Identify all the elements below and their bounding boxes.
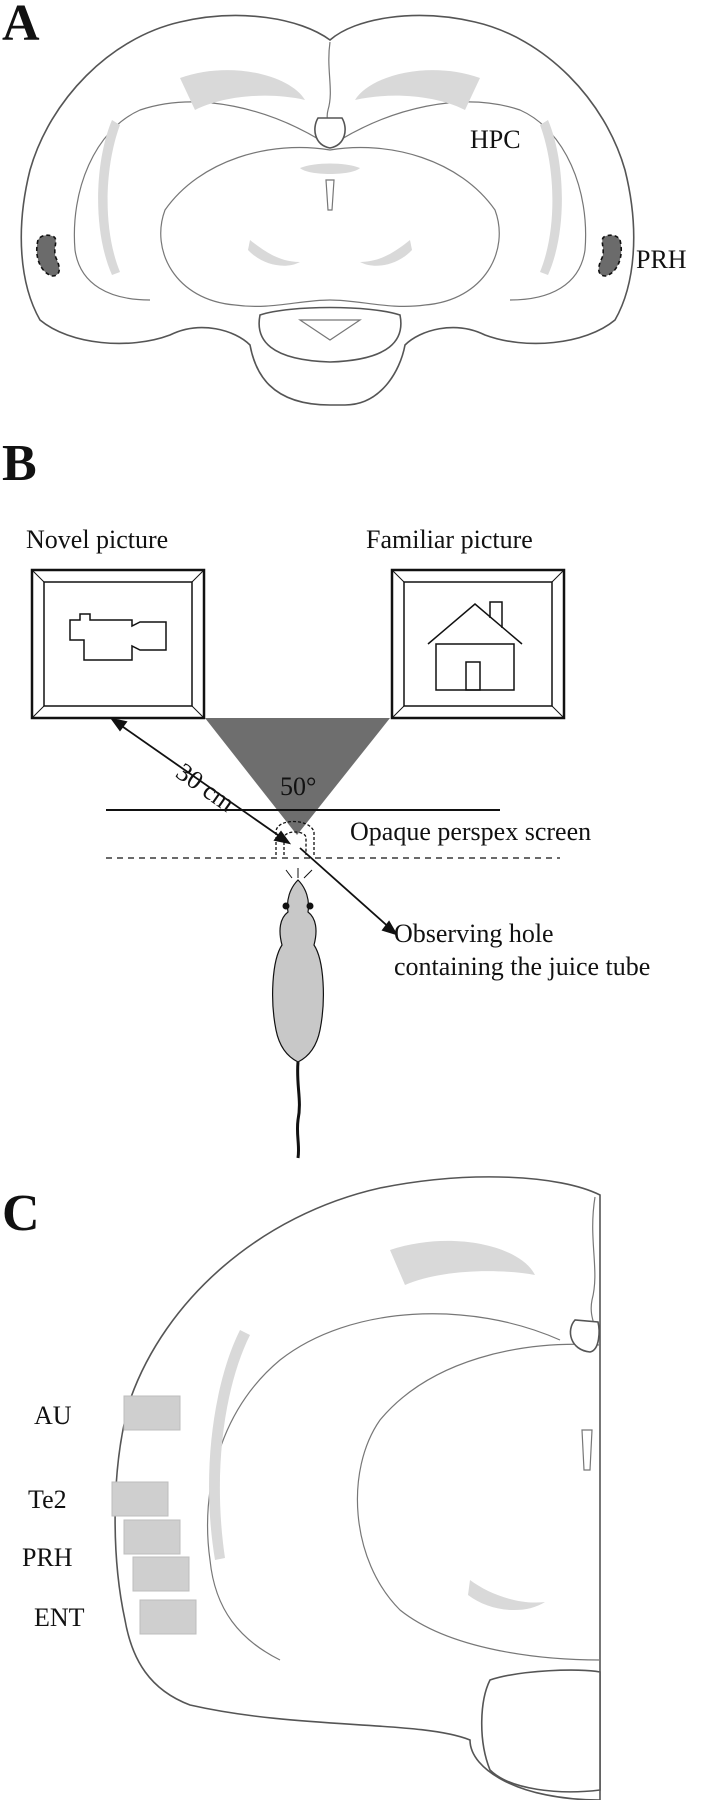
distance-arrow (109, 717, 292, 845)
label-au: AU (34, 1401, 72, 1430)
region-box-prh (123, 1519, 181, 1555)
prh-region-right (597, 234, 622, 277)
corpus-band-c (209, 1330, 250, 1560)
white-matter-right (355, 70, 480, 110)
label-novel-picture: Novel picture (26, 525, 168, 554)
panel-a: A HPC PRH (2, 0, 687, 406)
label-screen: Opaque perspex screen (350, 817, 591, 846)
aqueduct (325, 179, 335, 211)
third-ventricle-region (300, 163, 360, 174)
ventricle-left (248, 240, 300, 266)
label-angle: 50° (280, 772, 316, 801)
label-hole-line2: containing the juice tube (394, 952, 650, 981)
rat-figure (272, 868, 324, 1159)
cortex-inner-left (73, 101, 321, 301)
panel-b-letter: B (2, 435, 37, 492)
label-te2: Te2 (28, 1485, 67, 1514)
label-hole-line1: Observing hole (394, 919, 554, 948)
corpus-band-left (98, 120, 120, 275)
house-icon (427, 601, 523, 691)
label-prh-c: PRH (22, 1543, 73, 1572)
region-box-prh-lower (132, 1556, 190, 1592)
label-distance: 30 cm (171, 757, 240, 818)
region-box-au (123, 1395, 181, 1431)
prh-region-left (36, 234, 61, 277)
label-ent: ENT (34, 1603, 85, 1632)
hole-pointer-arrow (299, 847, 398, 936)
white-matter-c (390, 1240, 535, 1285)
cortex-inner-c (207, 1313, 561, 1661)
label-prh-a: PRH (636, 245, 687, 274)
third-ventricle-top (314, 117, 346, 149)
label-familiar-picture: Familiar picture (366, 525, 533, 554)
ventricle-right (360, 240, 412, 266)
thalamus-outline-c (356, 1343, 601, 1661)
ventricle-c (468, 1580, 545, 1611)
region-box-ent (139, 1599, 197, 1635)
brainstem-outline (258, 306, 402, 363)
novel-picture-frame (30, 568, 206, 720)
panel-a-letter: A (2, 0, 40, 52)
corpus-band-right (540, 120, 562, 275)
panel-c: C AU Te2 PRH ENT (2, 1176, 601, 1800)
third-ventricle-top-c (569, 1319, 600, 1353)
viewing-angle-triangle (205, 718, 390, 835)
label-hpc: HPC (470, 125, 521, 154)
white-matter-left (180, 70, 305, 110)
region-box-te2 (111, 1481, 169, 1517)
cortex-inner-right (339, 101, 587, 301)
pyramid-tract (298, 319, 362, 341)
camera-icon (69, 613, 167, 661)
thalamus-outline (160, 146, 500, 307)
familiar-picture-frame (390, 568, 566, 720)
aqueduct-c (581, 1429, 593, 1471)
brainstem-outline-c (480, 1669, 601, 1793)
panel-c-letter: C (2, 1185, 40, 1242)
panel-b: B Novel picture Familiar picture (2, 435, 650, 1159)
